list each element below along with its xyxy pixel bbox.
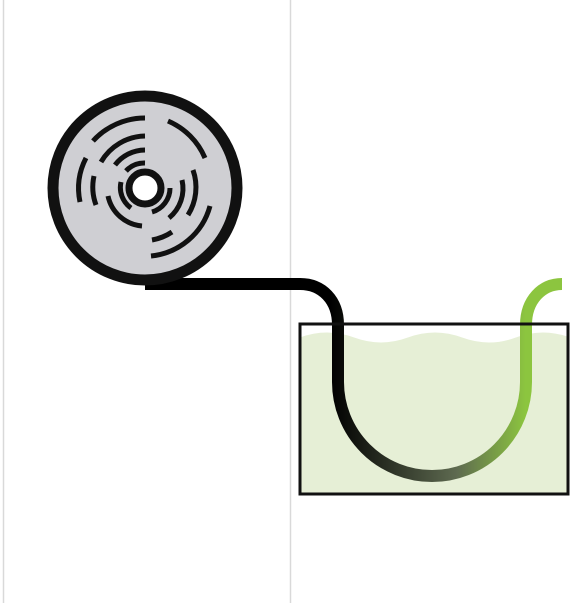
winding-arc [124, 160, 146, 173]
winding-arc [150, 205, 213, 259]
winding-arc [185, 169, 199, 217]
winding-arc [98, 133, 146, 164]
winding-arc [117, 181, 133, 211]
bath-outline [298, 322, 570, 496]
spool-windings [76, 115, 213, 259]
winding-arc [90, 175, 99, 206]
winding-arc [151, 187, 173, 215]
bath-wave-surface [300, 324, 568, 343]
winding-arc [76, 156, 89, 203]
winding-arc [151, 229, 174, 243]
spool-hub [125, 168, 165, 208]
winding-arc [166, 118, 208, 160]
winding-arc [91, 115, 146, 143]
filament-spool-icon [47, 90, 243, 286]
winding-arc [113, 147, 146, 167]
winding-arc [105, 195, 143, 229]
winding-arc [167, 179, 186, 220]
